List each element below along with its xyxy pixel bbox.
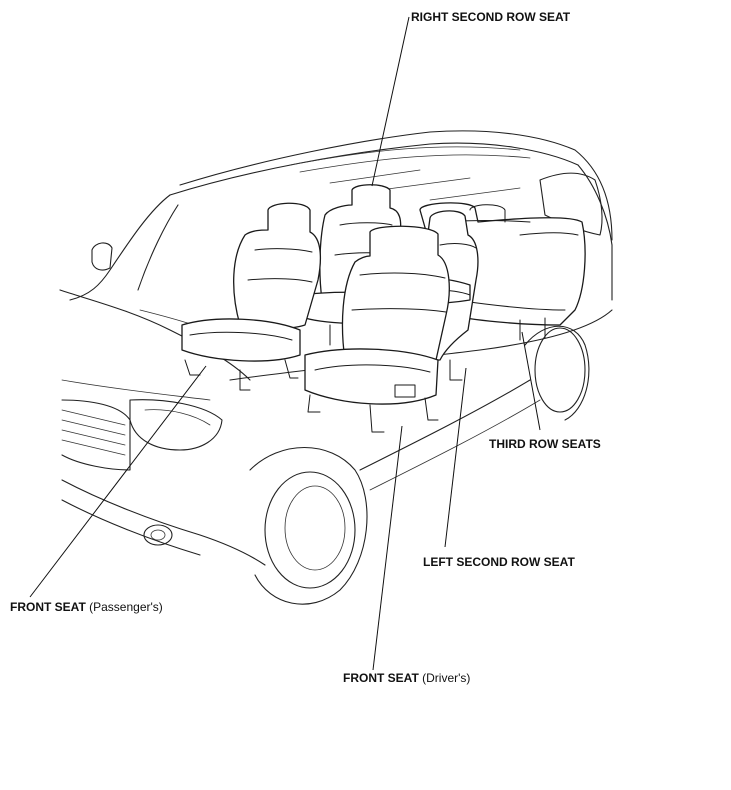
leader-third-row xyxy=(521,331,541,431)
label-front-seat-driver: FRONT SEAT (Driver's) xyxy=(343,671,470,685)
front-passenger-seat xyxy=(181,202,322,391)
label-left-second-row-text: LEFT SECOND ROW SEAT xyxy=(423,555,575,569)
label-third-row-seats: THIRD ROW SEATS xyxy=(489,437,601,451)
vehicle-body xyxy=(59,130,613,605)
label-front-driver-sub: (Driver's) xyxy=(422,671,471,685)
label-right-second-row-seat: RIGHT SECOND ROW SEAT xyxy=(411,10,570,24)
label-front-seat-passenger: FRONT SEAT (Passenger's) xyxy=(10,600,163,614)
leader-left-second-row xyxy=(444,367,467,548)
leader-lines xyxy=(29,16,541,671)
label-third-row-text: THIRD ROW SEATS xyxy=(489,437,601,451)
label-front-driver-text: FRONT SEAT xyxy=(343,671,419,685)
front-driver-seat xyxy=(304,225,450,433)
label-right-second-row-text: RIGHT SECOND ROW SEAT xyxy=(411,10,571,24)
leader-right-second-row xyxy=(371,16,410,187)
leader-front-driver xyxy=(372,425,403,671)
label-front-passenger-sub: (Passenger's) xyxy=(89,600,163,614)
label-front-passenger-text: FRONT SEAT xyxy=(10,600,86,614)
leader-front-passenger xyxy=(29,365,207,598)
label-left-second-row-seat: LEFT SECOND ROW SEAT xyxy=(423,555,575,569)
